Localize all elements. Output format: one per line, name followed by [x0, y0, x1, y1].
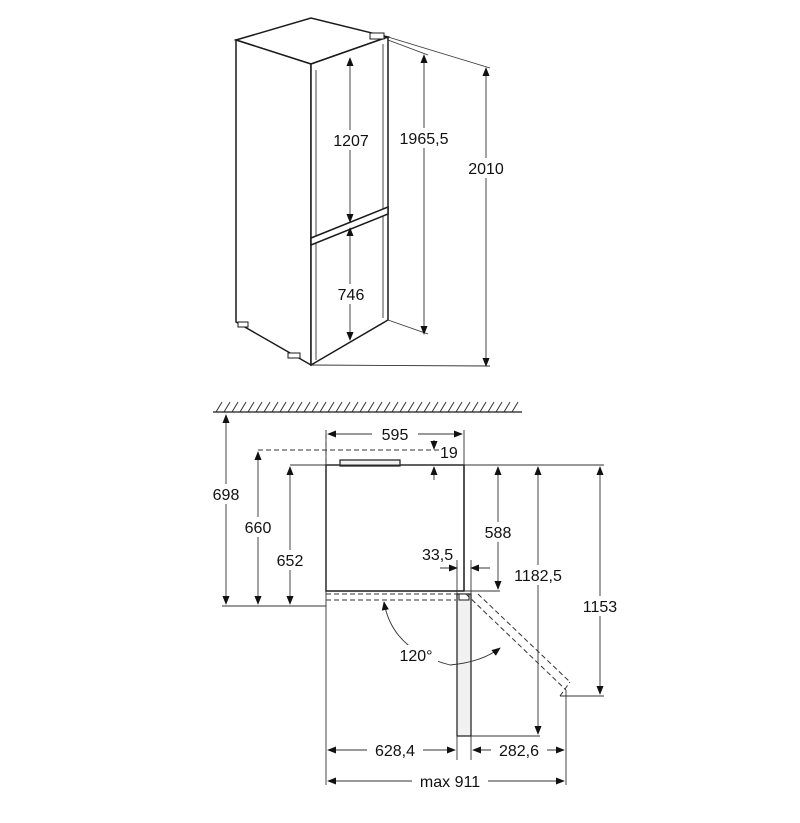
wall-hatch-mark	[319, 401, 327, 413]
wall-hatch-mark	[215, 401, 223, 413]
wall-hatch-mark	[231, 401, 239, 413]
dim-cabinet-depth-label: 652	[277, 553, 304, 570]
dim-max-width-label: max 911	[420, 774, 480, 791]
wall-hatch-mark	[495, 401, 503, 413]
wall-hatch-mark	[311, 401, 319, 413]
wall-hatch-mark	[447, 401, 455, 413]
wall-hatch-mark	[455, 401, 463, 413]
dim-door-depth-label: 588	[485, 525, 512, 542]
dim-span-right-label: 282,6	[499, 743, 539, 760]
dim-span-left-label: 628,4	[375, 743, 415, 760]
fridge-front-view: 1207 746 1965,5 2010	[233, 17, 509, 367]
wall-hatch-mark	[439, 401, 447, 413]
wall-hatch-mark	[239, 401, 247, 413]
rear-spacer	[339, 459, 401, 467]
fridge-body-plan	[325, 464, 465, 592]
wall-hatch-mark	[367, 401, 375, 413]
wall-hatch-mark	[343, 401, 351, 413]
wall-hatch-mark	[503, 401, 511, 413]
dim-total-height-label: 2010	[468, 161, 504, 178]
freezer-door-split	[310, 205, 389, 247]
wall-hatch-mark	[287, 401, 295, 413]
fridge-front-face	[310, 35, 389, 367]
wall-hatch-mark	[487, 401, 495, 413]
wall-hatch-mark	[263, 401, 271, 413]
wall-hatch-mark	[375, 401, 383, 413]
fridge-top-view: 698 660 652 595 19 588 33,5 1182,5	[205, 401, 624, 791]
wall-hatch-mark	[407, 401, 415, 413]
wall-hatch-mark	[279, 401, 287, 413]
wall-hatch	[215, 401, 519, 413]
dim-door-offset-label: 33,5	[422, 547, 453, 564]
wall-hatch-mark	[327, 401, 335, 413]
wall-hatch-mark	[479, 401, 487, 413]
dim-width-label: 595	[382, 427, 409, 444]
dim-depth-handle-label: 660	[245, 520, 272, 537]
wall-hatch-mark	[223, 401, 231, 413]
dim-rear-gap-label: 19	[440, 445, 458, 462]
wall-hatch-mark	[383, 401, 391, 413]
wall-hatch-mark	[255, 401, 263, 413]
dim-wall-clearance-label: 698	[213, 487, 240, 504]
fridge-side-face	[235, 38, 312, 367]
wall-hatch-mark	[351, 401, 359, 413]
wall-hatch-mark	[511, 401, 519, 413]
opened-door	[456, 593, 472, 737]
door-angle-arc	[381, 601, 501, 666]
dim-freezer-height-label: 1207	[333, 133, 369, 150]
wall-hatch-mark	[463, 401, 471, 413]
dim-body-height-label: 1965,5	[400, 131, 449, 148]
wall-hatch-mark	[247, 401, 255, 413]
wall-hatch-mark	[295, 401, 303, 413]
wall-hatch-mark	[471, 401, 479, 413]
dim-open-depth-door-label: 1153	[583, 599, 618, 616]
wall-hatch-mark	[359, 401, 367, 413]
wall-hatch-mark	[271, 401, 279, 413]
wall-hatch-mark	[399, 401, 407, 413]
wall-hatch-mark	[391, 401, 399, 413]
wall-hatch-mark	[415, 401, 423, 413]
wall-hatch-mark	[303, 401, 311, 413]
door-angle-label: 120°	[399, 648, 432, 665]
dim-open-depth-label: 1182,5	[514, 568, 562, 585]
wall-hatch-mark	[335, 401, 343, 413]
wall-hatch-mark	[431, 401, 439, 413]
dim-fridge-height-label: 746	[338, 287, 365, 304]
wall-hatch-mark	[423, 401, 431, 413]
